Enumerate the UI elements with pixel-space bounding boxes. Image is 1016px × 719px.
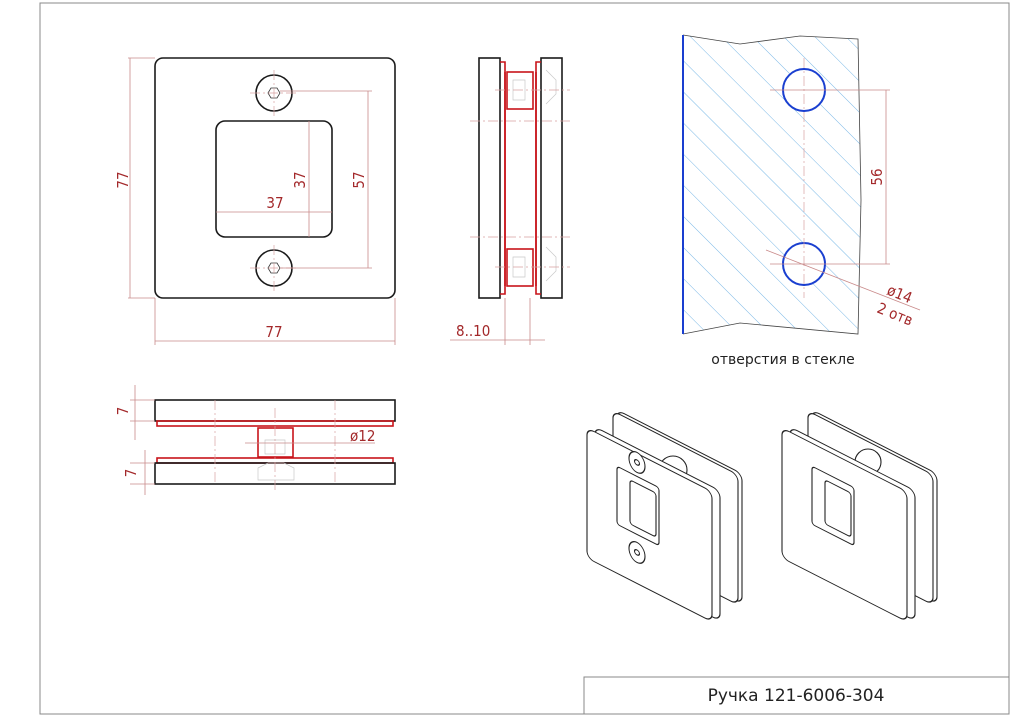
sheet-frame [39,2,1010,715]
drawing-title: Ручка 121-6006-304 [708,686,885,706]
dim-top-plate-thickness: 7 [114,407,132,416]
front-view: 77 77 37 37 57 [114,57,396,345]
dim-glass-thickness: 8..10 [456,322,490,340]
side-view: 8..10 [450,57,570,345]
plate-outline [154,57,396,299]
window-outline [215,120,333,238]
dim-boss-diameter: ø12 [350,427,375,445]
isometric-view-with-screws [586,412,743,620]
dim-hole-spacing: 56 [868,168,886,185]
glass-caption: отверстия в стекле [711,352,854,368]
top-view: 7 7 ø12 [114,385,396,495]
dim-window-width: 37 [266,194,283,212]
glass-hole-view: 56 ø14 2 отв отверстия в стекле [682,34,921,368]
dim-window-height: 37 [291,171,309,188]
dim-plate-width: 77 [265,323,282,341]
dim-screw-spacing: 57 [350,171,368,188]
dim-plate-height: 77 [114,171,132,188]
isometric-view-plain [781,412,938,620]
dim-bottom-plate-thickness: 7 [122,469,140,478]
title-block: Ручка 121-6006-304 [583,676,1010,715]
